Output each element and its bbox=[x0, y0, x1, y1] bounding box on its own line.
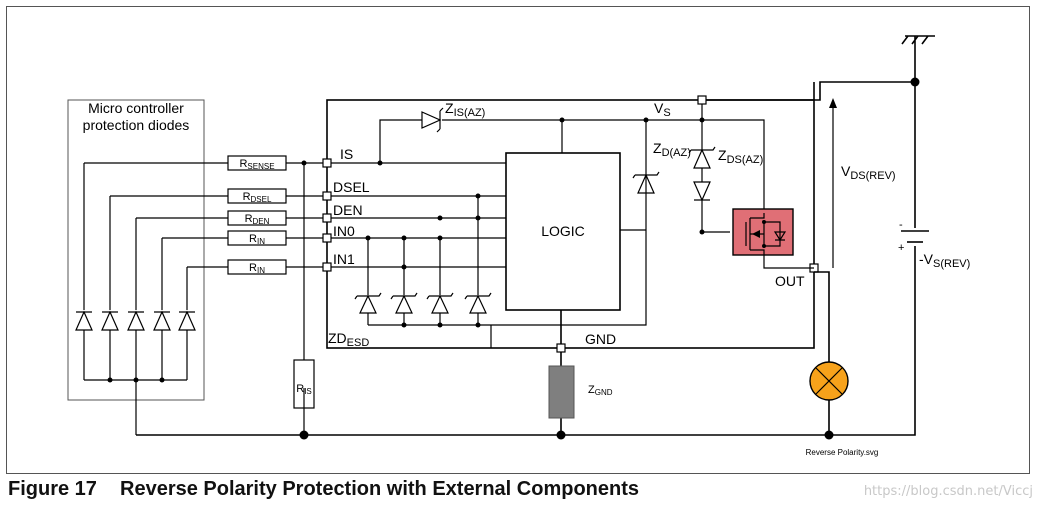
micro-box-label-1: Micro controller bbox=[88, 100, 184, 116]
zds-label: ZDS(AZ) bbox=[718, 147, 763, 166]
pin-in1-label: IN1 bbox=[333, 251, 355, 267]
zd-label: ZD(AZ) bbox=[653, 140, 691, 159]
r-den-label: RDEN bbox=[245, 213, 270, 226]
watermark: https://blog.csdn.net/Viccj bbox=[863, 484, 1033, 499]
series-resistors bbox=[227, 155, 327, 275]
figure-title: Reverse Polarity Protection with Externa… bbox=[120, 478, 640, 500]
zdesd-label: ZDESD bbox=[328, 330, 369, 349]
logic-input-wires bbox=[331, 162, 506, 268]
figure-caption: Figure 17 Reverse Polarity Protection wit… bbox=[8, 478, 639, 501]
zgnd-component bbox=[548, 365, 575, 419]
micro-box-label-2: protection diodes bbox=[83, 117, 190, 133]
zis-zener bbox=[377, 104, 765, 213]
power-mosfet bbox=[732, 208, 814, 269]
pin-is-label: IS bbox=[340, 146, 353, 162]
chassis-ground-symbol bbox=[901, 35, 935, 82]
diagram-frame bbox=[6, 6, 1030, 474]
protection-diodes bbox=[75, 162, 228, 435]
supply-loop bbox=[136, 81, 916, 436]
ris-label: RIS bbox=[296, 383, 312, 396]
file-name-label: Reverse Polarity.svg bbox=[806, 448, 879, 457]
vsrev-label: -VS(REV) bbox=[919, 251, 970, 270]
pin-dsel-label: DSEL bbox=[333, 179, 370, 195]
ris-junction bbox=[301, 160, 307, 166]
r-dsel-label: RDSEL bbox=[243, 191, 272, 204]
pin-den-label: DEN bbox=[333, 202, 363, 218]
ris-resistor bbox=[293, 359, 315, 409]
lamp-wire bbox=[814, 271, 830, 435]
zgnd-label: ZGND bbox=[588, 384, 613, 397]
logic-label: LOGIC bbox=[541, 223, 585, 239]
pin-in0-label: IN0 bbox=[333, 223, 355, 239]
device-package-box bbox=[326, 99, 815, 349]
out-label: OUT bbox=[775, 273, 805, 289]
logic-block bbox=[505, 152, 621, 311]
vdsrev-label: VDS(REV) bbox=[841, 163, 896, 182]
zds-zener-diode bbox=[688, 146, 730, 235]
top-junction bbox=[910, 77, 920, 87]
r-in0-label: RIN bbox=[249, 233, 265, 246]
r-sense-label: RSENSE bbox=[239, 158, 274, 171]
zis-label: ZIS(AZ) bbox=[445, 100, 485, 119]
vs-label: VS bbox=[654, 100, 671, 119]
battery-minus: - bbox=[899, 219, 903, 231]
figure-number: Figure 17 bbox=[8, 478, 97, 500]
esd-zeners bbox=[354, 174, 647, 328]
gnd-label: GND bbox=[585, 331, 616, 347]
battery-plus: + bbox=[898, 242, 904, 254]
r-in1-label: RIN bbox=[249, 262, 265, 275]
zd-zener bbox=[632, 171, 660, 194]
lamp-cross-icon bbox=[815, 367, 843, 395]
